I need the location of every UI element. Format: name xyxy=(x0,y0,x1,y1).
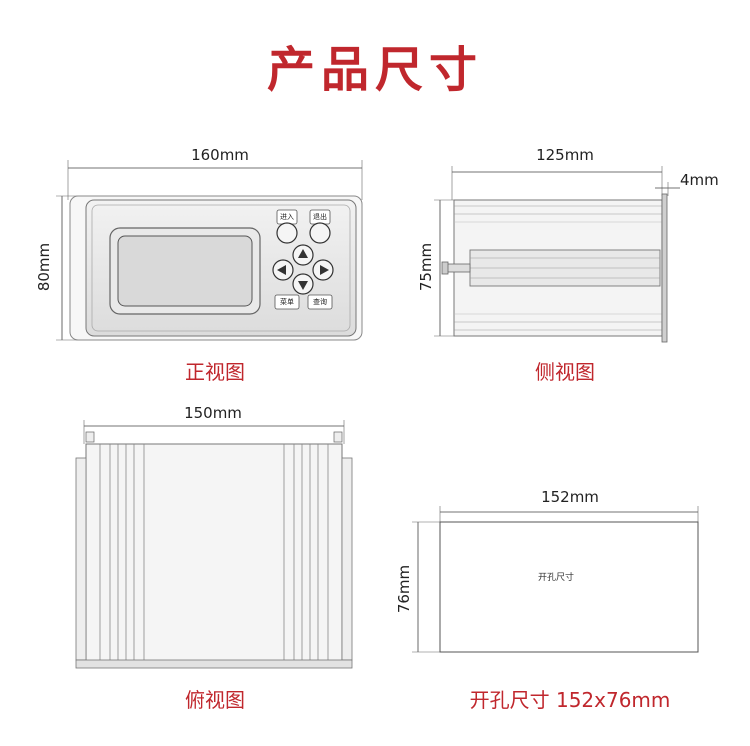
side-height-label: 75mm xyxy=(417,242,435,292)
cutout-view xyxy=(412,506,699,653)
top-view-caption: 俯视图 xyxy=(185,688,245,712)
cutout-width-label: 152mm xyxy=(541,488,599,506)
enter-button-label: 进入 xyxy=(280,213,294,221)
cutout-inner-label: 开孔尺寸 xyxy=(538,573,575,583)
front-width-label: 160mm xyxy=(191,146,249,164)
top-view xyxy=(75,420,353,669)
side-view xyxy=(434,166,680,343)
front-view xyxy=(56,160,363,341)
cutout-caption: 开孔尺寸 152x76mm xyxy=(469,688,671,712)
side-panel-label: 4mm xyxy=(680,171,719,189)
side-depth-label: 125mm xyxy=(536,146,594,164)
front-height-label: 80mm xyxy=(35,242,53,292)
page-title: 产品尺寸 xyxy=(266,42,483,98)
exit-button-label: 退出 xyxy=(313,213,327,221)
query-button-label: 查询 xyxy=(313,298,327,306)
front-view-caption: 正视图 xyxy=(185,360,245,384)
side-view-caption: 侧视图 xyxy=(535,360,595,384)
menu-button-label: 菜单 xyxy=(280,298,294,306)
top-width-label: 150mm xyxy=(184,404,242,422)
cutout-height-label: 76mm xyxy=(395,564,413,614)
